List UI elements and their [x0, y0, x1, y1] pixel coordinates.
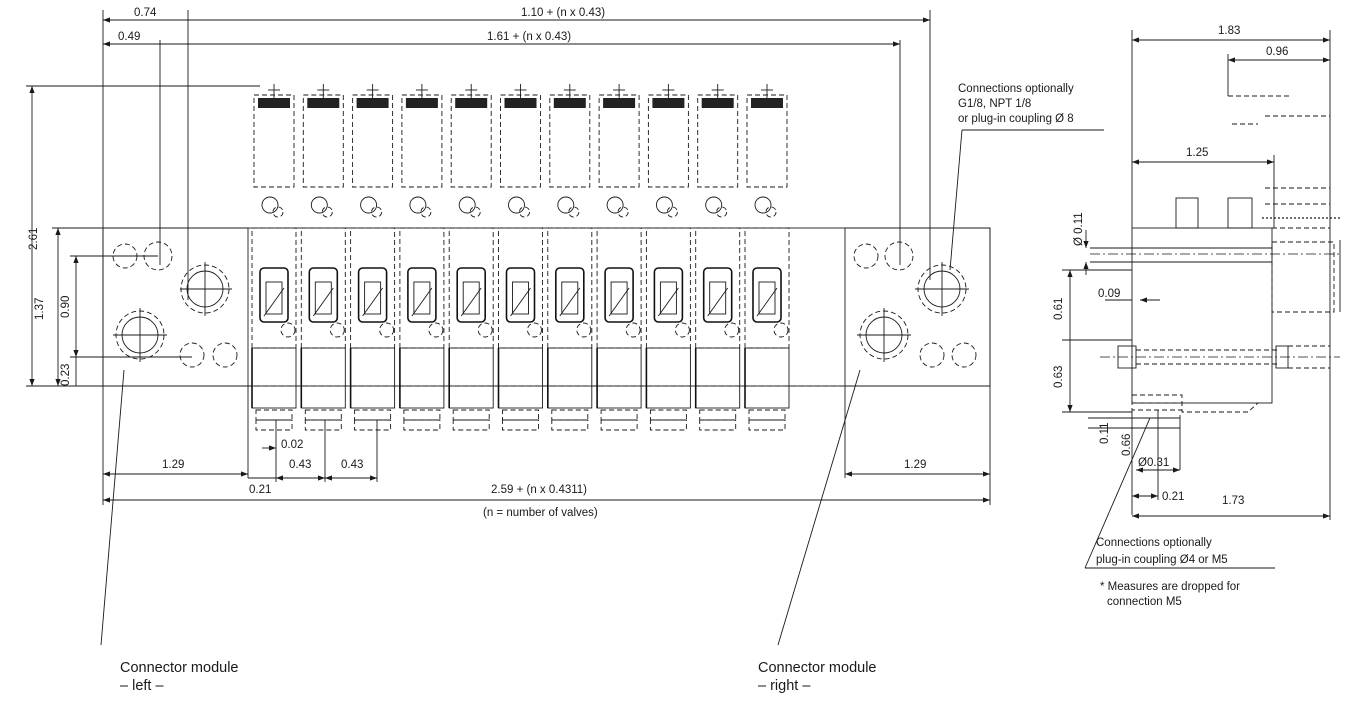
- side-connections-note-2: plug-in coupling Ø4 or M5: [1096, 554, 1228, 566]
- dim-dia-031: Ø0.31: [1138, 457, 1169, 469]
- dim-061: 0.61: [1053, 298, 1065, 320]
- dim-259: 2.59 + (n x 0.4311): [491, 484, 587, 496]
- baseplate-outline: [102, 227, 991, 387]
- connector-left-caption: Connector module – left –: [120, 660, 239, 694]
- dim-096: 0.96: [1266, 46, 1288, 58]
- side-view: 1.83 0.96 1.25 Ø 0.11 0.61 0.63 0.09 0.1…: [1053, 25, 1341, 608]
- dim-002: 0.02: [281, 439, 303, 451]
- right-ports: [853, 241, 977, 368]
- svg-text:– left –: – left –: [120, 678, 164, 694]
- valve-unit: [399, 84, 445, 431]
- dim-137: 1.37: [34, 298, 46, 320]
- valve-unit: [645, 84, 691, 431]
- dim-011: 0.11: [1099, 422, 1111, 444]
- dim-066: 0.66: [1121, 434, 1133, 456]
- front-view: 0.74 0.49 1.10 + (n x 0.43) 1.61 + (n x …: [26, 7, 1104, 694]
- number-of-valves-note: (n = number of valves): [483, 507, 598, 519]
- valve-unit: [448, 84, 494, 431]
- svg-text:– right –: – right –: [758, 678, 811, 694]
- valve-stack: [251, 84, 790, 431]
- dim-173: 1.73: [1222, 495, 1244, 507]
- dim-090: 0.90: [60, 296, 72, 318]
- dim-063: 0.63: [1053, 366, 1065, 388]
- dim-183: 1.83: [1218, 25, 1240, 37]
- dim-021: 0.21: [249, 484, 271, 496]
- svg-text:or plug-in coupling Ø 8: or plug-in coupling Ø 8: [958, 113, 1074, 125]
- top-dimensions: 0.74 0.49 1.10 + (n x 0.43) 1.61 + (n x …: [102, 7, 931, 300]
- svg-text:Connector module: Connector module: [758, 660, 877, 676]
- valve-unit: [497, 84, 543, 431]
- valve-unit: [596, 84, 642, 431]
- valve-unit: [744, 84, 790, 431]
- valve-unit: [300, 84, 346, 431]
- dim-021-side: 0.21: [1162, 491, 1184, 503]
- connections-note-front: Connections optionally G1/8, NPT 1/8 or …: [949, 83, 1104, 271]
- dim-074: 0.74: [134, 7, 157, 19]
- valve-unit: [251, 84, 297, 431]
- left-ports: [112, 241, 238, 368]
- dim-129-right: 1.29: [904, 459, 926, 471]
- valve-unit: [349, 84, 396, 431]
- bottom-dimensions: 1.29 0.02 0.43 0.43 0.21 1.29 2.59 + (n …: [102, 386, 991, 519]
- side-body: [1131, 227, 1273, 404]
- dim-043-a: 0.43: [289, 459, 311, 471]
- connector-right-caption: Connector module – right –: [758, 660, 877, 694]
- left-dimensions: 2.61 1.37 0.90 0.23: [26, 85, 260, 387]
- right-connector-module: [844, 227, 991, 387]
- valve-unit: [694, 84, 741, 431]
- left-connector-module: [102, 227, 249, 387]
- dim-129-left: 1.29: [162, 459, 184, 471]
- side-connections-note-1: Connections optionally: [1096, 537, 1212, 549]
- svg-text:Connections optionally: Connections optionally: [958, 83, 1074, 95]
- dim-125: 1.25: [1186, 147, 1208, 159]
- dim-dia-011: Ø 0.11: [1073, 212, 1085, 246]
- dim-261: 2.61: [28, 228, 40, 250]
- valve-unit: [546, 84, 593, 431]
- dim-043-b: 0.43: [341, 459, 363, 471]
- dim-161: 1.61 + (n x 0.43): [487, 31, 571, 43]
- measures-note-2: connection M5: [1107, 596, 1182, 608]
- svg-text:G1/8, NPT 1/8: G1/8, NPT 1/8: [958, 98, 1031, 110]
- dim-049: 0.49: [118, 31, 140, 43]
- dim-009: 0.09: [1098, 288, 1120, 300]
- svg-text:Connector module: Connector module: [120, 660, 239, 676]
- measures-note-1: * Measures are dropped for: [1100, 581, 1240, 593]
- dim-023: 0.23: [60, 364, 72, 386]
- dim-110: 1.10 + (n x 0.43): [521, 7, 605, 19]
